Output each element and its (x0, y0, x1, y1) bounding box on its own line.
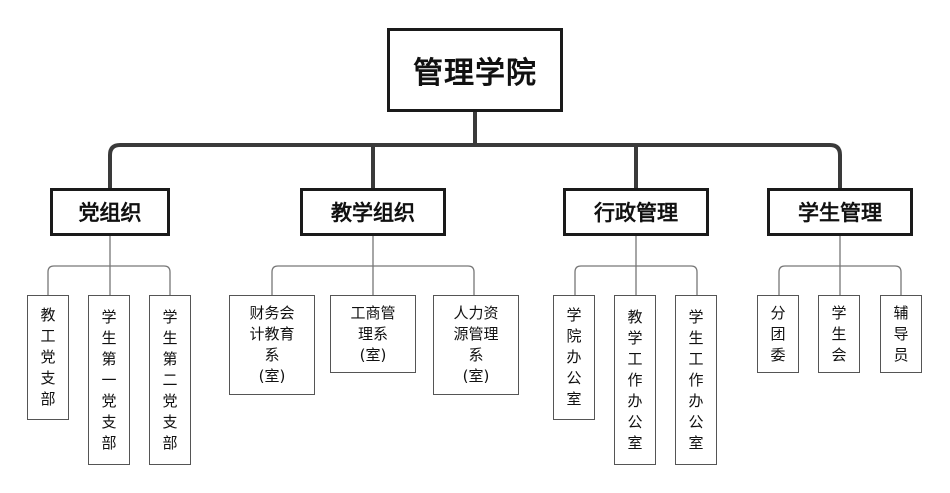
leaf-fudaoyuan: 辅导员 (880, 295, 922, 373)
root-node: 管理学院 (387, 28, 563, 112)
leaf-label: 学生第二党支部 (162, 307, 178, 452)
group-label: 学生管理 (798, 201, 882, 225)
group-label: 行政管理 (594, 201, 678, 225)
leaf-label: 人力资 源管理 系 (室) (453, 304, 499, 385)
leaf-xueyuan-bangongshi: 学院办公室 (553, 295, 595, 420)
group-xingzheng-guanli: 行政管理 (563, 188, 709, 236)
root-label: 管理学院 (413, 56, 537, 91)
root-connectors (108, 112, 842, 188)
group-dangzuzhi: 党组织 (50, 188, 170, 236)
leaf-xuesheng-di1-dangzhibu: 学生第一党支部 (88, 295, 130, 465)
leaf-gongshang-guanli: 工商管 理系 (室) (330, 295, 416, 373)
leaf-label: 辅导员 (893, 303, 909, 364)
leaf-xuesheng-di2-dangzhibu: 学生第二党支部 (149, 295, 191, 465)
level1-bus (108, 143, 842, 188)
leaf-label: 财务会 计教育 系 (室) (249, 304, 295, 385)
leaf-label: 学院办公室 (566, 306, 582, 408)
leaf-connectors (47, 236, 902, 295)
leaf-label: 学生第一党支部 (101, 307, 117, 452)
leaf-jiaogong-dangzhibu: 教工党支部 (27, 295, 69, 420)
leaf-label: 教工党支部 (40, 306, 56, 408)
dangzuzhi-bus (47, 265, 171, 295)
leaf-label: 工商管 理系 (室) (350, 303, 396, 364)
group-label: 党组织 (78, 201, 142, 225)
leaf-xuesheng-gongzuo-bangongshi: 学生工作办公室 (675, 295, 717, 465)
leaf-jiaoxue-gongzuo-bangongshi: 教学工作办公室 (614, 295, 656, 465)
leaf-label: 教学工作办公室 (627, 307, 643, 452)
group-label: 教学组织 (331, 201, 415, 225)
group-jiaoxue-zuzhi: 教学组织 (300, 188, 446, 236)
leaf-label: 分团委 (770, 303, 786, 364)
leaf-label: 学生会 (831, 303, 847, 364)
leaf-xueshenghui: 学生会 (818, 295, 860, 373)
leaf-fentuanwei: 分团委 (757, 295, 799, 373)
leaf-renli-ziyuan: 人力资 源管理 系 (室) (433, 295, 519, 395)
leaf-label: 学生工作办公室 (688, 307, 704, 452)
group-xuesheng-guanli: 学生管理 (767, 188, 913, 236)
leaf-caiwu-kuaiji: 财务会 计教育 系 (室) (229, 295, 315, 395)
